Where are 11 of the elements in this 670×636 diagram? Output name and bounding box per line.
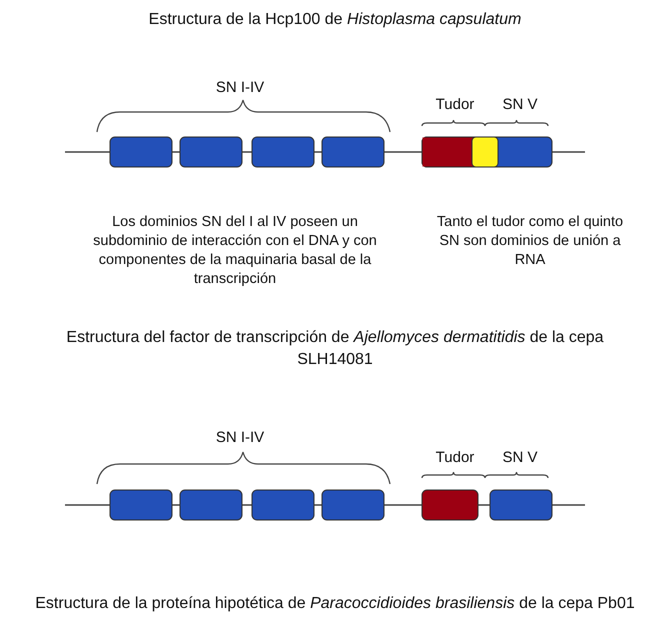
heading: Estructura de la Hcp100 de Histoplasma capsulatum xyxy=(148,10,522,30)
heading: Estructura del factor de transcripción de Ajellomyces dermatitidis de la cepa SLH14081 xyxy=(65,328,605,370)
bracket-label: SN I-IV xyxy=(214,428,266,448)
heading: Estructura de la proteína hipotética de Paracoccidioides brasiliensis de la cepa Pb01 xyxy=(34,594,636,614)
bracket-label: SN V xyxy=(501,448,538,468)
bracket-label: SN I-IV xyxy=(214,78,266,98)
description-text: Los dominios SN del I al IV poseen un subdominio de interacción con el DNA y con componentes de la maquinaria basal de la transcripción xyxy=(92,213,378,289)
bracket-label: SN V xyxy=(501,95,538,115)
bracket-label: Tudor xyxy=(434,95,476,115)
bracket-label: Tudor xyxy=(434,448,476,468)
description-text: Tanto el tudor como el quinto SN son dominios de unión a RNA xyxy=(436,213,624,270)
